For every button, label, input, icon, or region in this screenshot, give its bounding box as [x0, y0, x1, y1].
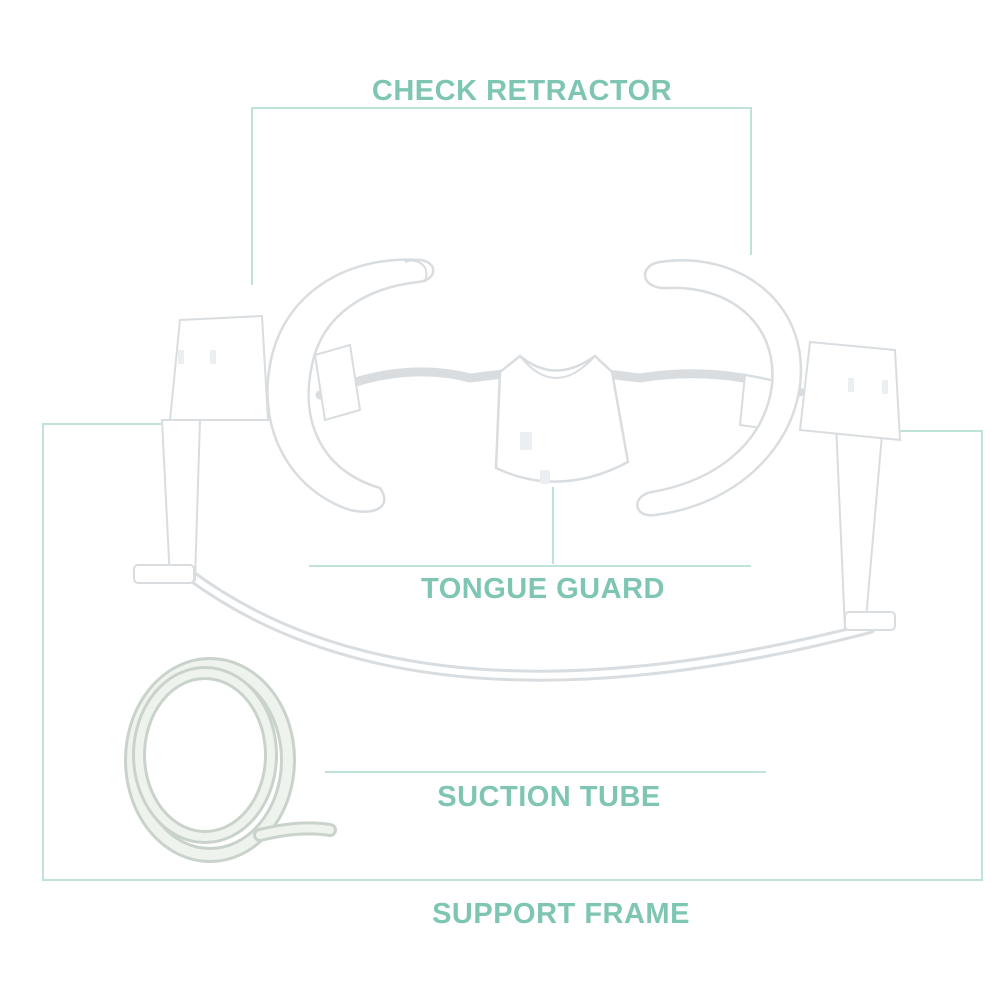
left-clip: [313, 343, 362, 422]
frame-wire-inner: [187, 572, 873, 679]
callout-lines: [42, 107, 983, 881]
guard-hole-2: [540, 470, 550, 484]
tongue-guard-part: [494, 354, 630, 484]
suction-tube-label: SUCTION TUBE: [437, 781, 661, 813]
right-side-plate: [798, 340, 902, 442]
check-retractor-label: CHECK RETRACTOR: [371, 75, 673, 107]
tongue-guard-label: TONGUE GUARD: [421, 573, 665, 605]
left-slot-1: [178, 350, 184, 364]
suction-tube-coil: [124, 657, 337, 863]
support-frame-label: SUPPORT FRAME: [432, 898, 690, 930]
right-slot-2: [882, 380, 888, 394]
left-side-plate: [168, 314, 270, 421]
right-cheek-retractor: [636, 259, 803, 517]
left-slot-2: [210, 350, 216, 364]
guard-hole-1: [520, 432, 532, 450]
left-foot: [133, 564, 195, 584]
right-slot-1: [848, 378, 854, 392]
right-foot: [844, 611, 896, 631]
check-retractor-bracket: [251, 107, 752, 285]
left-cheek-retractor: [266, 258, 435, 513]
left-leg: [160, 419, 202, 581]
support-frame-bracket: [42, 423, 983, 881]
left-cheek-edge: [404, 259, 428, 283]
support-frame: [133, 399, 896, 682]
